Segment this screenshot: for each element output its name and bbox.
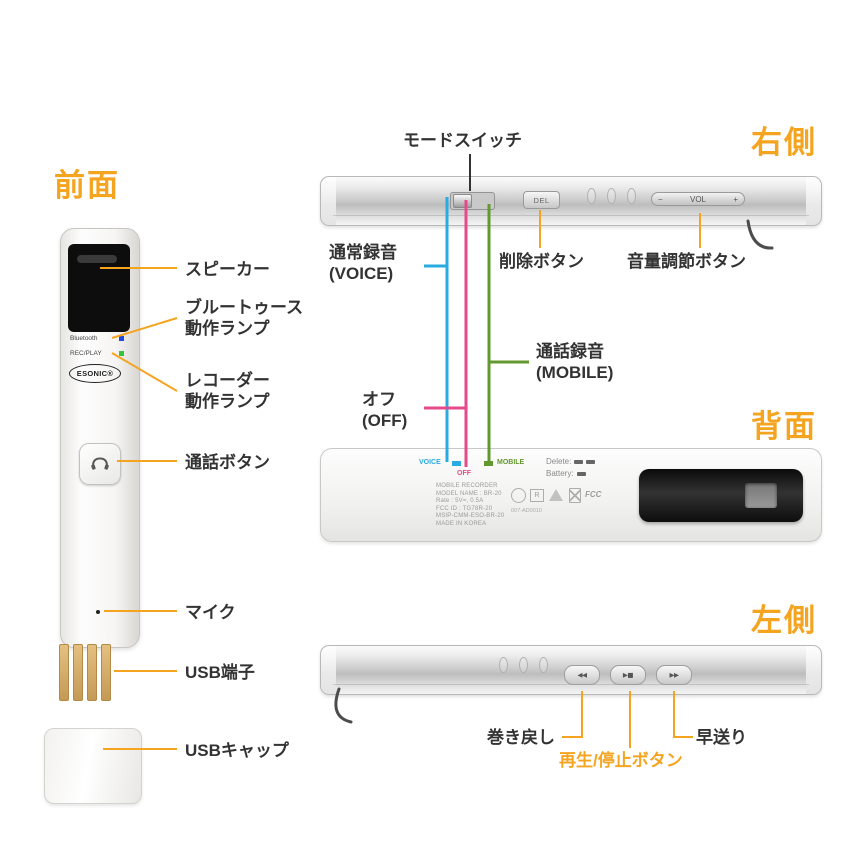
label-fast-forward: 早送り xyxy=(696,728,747,747)
volume-plus: + xyxy=(733,194,738,204)
label-mobile-mode: 通話録音 (MOBILE) xyxy=(536,342,614,382)
recorder-right-view: DEL − VOL + xyxy=(320,176,822,226)
delete-mark xyxy=(574,459,584,464)
phone-icon xyxy=(91,457,109,470)
usb-cap xyxy=(44,728,142,804)
bluetooth-lamp-row: Bluetooth xyxy=(70,335,124,342)
section-title-left: 左側 xyxy=(751,603,817,638)
mode-switch-knob xyxy=(453,194,472,208)
model-info-print: MOBILE RECORDER MODEL NAME : BR-20 Rate … xyxy=(436,483,504,528)
pocket-clip xyxy=(639,469,803,522)
label-delete-button: 削除ボタン xyxy=(499,252,584,271)
label-mic: マイク xyxy=(185,603,236,622)
play-stop-button: ▶■ xyxy=(610,665,646,685)
label-bluetooth-lamp: ブルートゥース 動作ランプ xyxy=(185,298,304,338)
info-line: FCC ID : TG78R-20 xyxy=(436,505,493,512)
battery-indicator: Battery: xyxy=(546,469,586,478)
seam-line xyxy=(333,215,809,216)
battery-mark xyxy=(576,471,586,476)
info-line: MADE IN KOREA xyxy=(436,520,487,527)
label-call-button: 通話ボタン xyxy=(185,453,270,472)
mode-switch xyxy=(450,192,495,210)
weee-bin-icon xyxy=(569,488,581,503)
label-usb-cap: USBキャップ xyxy=(185,741,289,760)
speaker-slot xyxy=(77,255,117,263)
rewind-button: ◀◀ xyxy=(564,665,600,685)
off-position-print: OFF xyxy=(457,470,471,477)
label-off-mode: オフ (OFF) xyxy=(362,390,408,430)
r-mark-icon: R xyxy=(530,489,544,502)
info-line: MSIP-CMM-ESO-BR-20 xyxy=(436,513,505,519)
recplay-lamp-row: REC/PLAY xyxy=(70,350,124,357)
volume-minus: − xyxy=(658,194,663,204)
label-recorder-lamp: レコーダー 動作ランプ xyxy=(185,371,270,411)
volume-control: − VOL + xyxy=(651,192,745,206)
usb-connector xyxy=(57,644,113,701)
vent-holes xyxy=(587,188,636,204)
bar-endcap xyxy=(806,646,821,694)
volume-print: VOL xyxy=(689,194,706,204)
esonic-logo: ESONIC® xyxy=(69,364,121,383)
call-button xyxy=(79,443,121,485)
delete-indicator: Delete: xyxy=(546,457,596,466)
label-usb: USB端子 xyxy=(185,663,255,682)
mic-hole xyxy=(96,610,100,614)
section-title-back: 背面 xyxy=(751,409,817,444)
clip-cutout xyxy=(745,483,777,508)
section-title-right: 右側 xyxy=(751,125,817,160)
mobile-position-print: MOBILE xyxy=(497,459,525,466)
bar-endcap xyxy=(321,177,336,225)
kc-mark-icon xyxy=(511,488,526,503)
fcc-mark: FCC xyxy=(585,490,602,499)
voice-position-print: VOICE xyxy=(419,459,441,466)
delete-mark xyxy=(586,459,596,464)
info-line: Rate : 5V=, 0.5A xyxy=(436,498,484,504)
info-line: MOBILE RECORDER xyxy=(436,483,498,489)
delete-indicator-label: Delete: xyxy=(546,457,572,466)
bar-endcap xyxy=(321,646,336,694)
label-rewind: 巻き戻し xyxy=(487,728,555,747)
section-title-front: 前面 xyxy=(54,168,120,203)
recorder-left-view: ◀◀ ▶■ ▶▶ xyxy=(320,645,822,695)
bar-endcap xyxy=(806,177,821,225)
label-play-stop: 再生/停止ボタン xyxy=(559,751,683,770)
bluetooth-print: Bluetooth xyxy=(70,335,98,342)
recplay-lamp xyxy=(119,351,124,356)
voice-position-chip xyxy=(452,461,461,466)
battery-indicator-label: Battery: xyxy=(546,469,574,478)
bluetooth-lamp xyxy=(119,336,124,341)
delete-button: DEL xyxy=(523,191,560,209)
recorder-front-view: Bluetooth REC/PLAY ESONIC® xyxy=(60,228,140,648)
label-speaker: スピーカー xyxy=(185,260,270,279)
cert-code: 007-AD0010 xyxy=(511,508,542,514)
label-volume-button: 音量調節ボタン xyxy=(627,252,746,271)
speaker-grille xyxy=(68,244,130,332)
label-mode-switch: モードスイッチ xyxy=(403,131,522,150)
recorder-back-view: VOICE OFF MOBILE Delete: Battery: MOBILE… xyxy=(320,448,822,542)
label-voice-mode: 通常録音 (VOICE) xyxy=(329,243,397,283)
mobile-position-chip xyxy=(484,461,493,466)
vent-holes xyxy=(499,657,548,673)
fast-forward-button: ▶▶ xyxy=(656,665,692,685)
info-line: MODEL NAME : BR-20 xyxy=(436,490,502,497)
recycle-mark-icon xyxy=(549,489,563,501)
certification-marks: R FCC 007-AD0010 xyxy=(511,486,603,532)
recplay-print: REC/PLAY xyxy=(70,350,102,357)
